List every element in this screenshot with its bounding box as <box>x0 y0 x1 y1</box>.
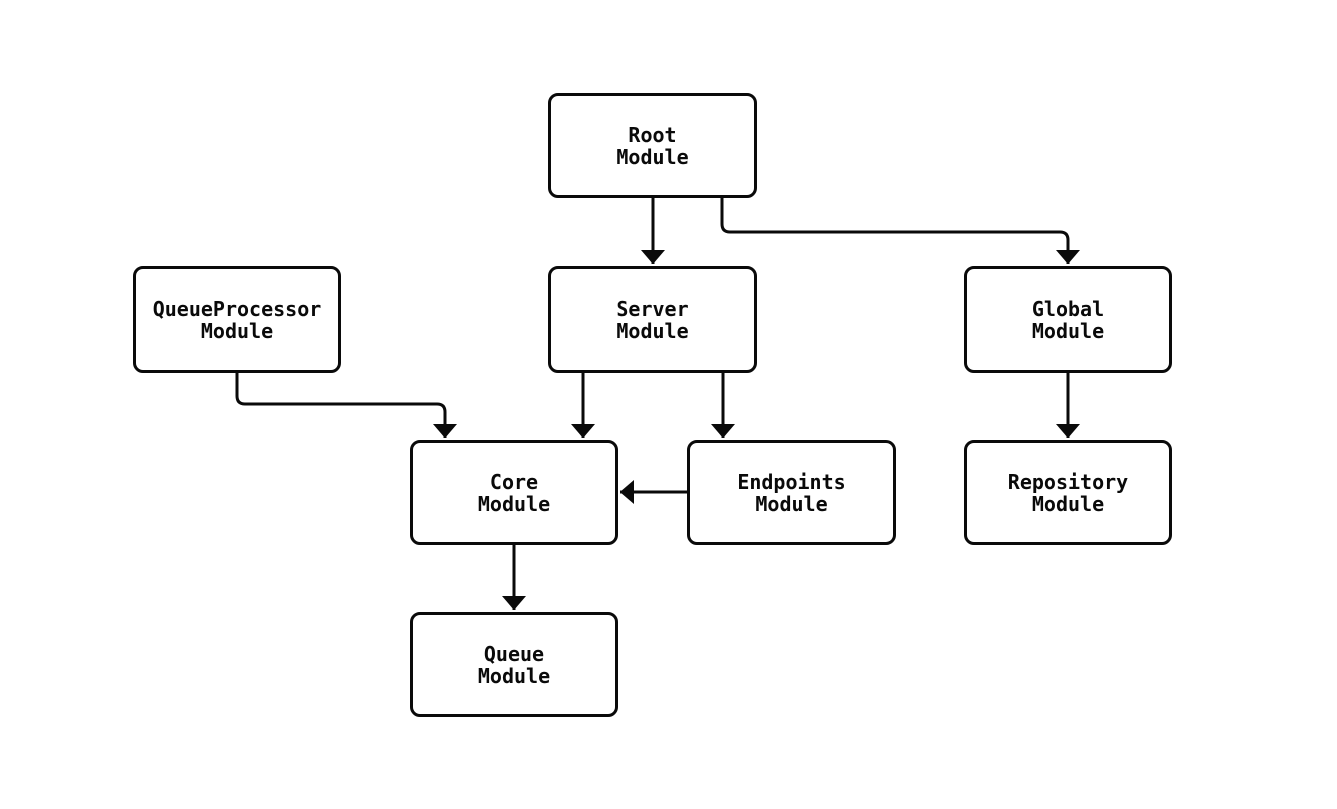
node-root-module: Root Module <box>548 93 757 198</box>
edge-queueprocessor-to-core <box>235 373 457 438</box>
node-server-module: Server Module <box>548 266 757 373</box>
node-core-module: Core Module <box>410 440 618 545</box>
node-endpoints-module: Endpoints Module <box>687 440 896 545</box>
edge-root-to-global <box>720 198 1080 264</box>
node-queue-module: Queue Module <box>410 612 618 717</box>
node-queueprocessor-module: QueueProcessor Module <box>133 266 341 373</box>
node-global-module: Global Module <box>964 266 1172 373</box>
node-repository-module: Repository Module <box>964 440 1172 545</box>
